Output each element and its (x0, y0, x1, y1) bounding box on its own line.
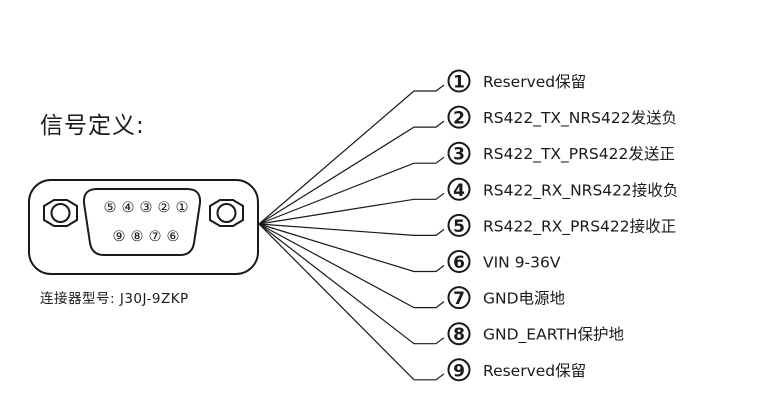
wire-pin-3 (258, 156, 445, 225)
pin-signal-label: RS422_RX_NRS422接收负 (483, 181, 678, 200)
wire-pin-1 (258, 84, 445, 225)
wire-pin-8 (258, 223, 445, 345)
connector-socket (82, 188, 202, 256)
pin-signal-label: VIN 9-36V (483, 254, 561, 272)
pin-signal-label: RS422_RX_PRS422接收正 (483, 217, 676, 236)
pin-number-circle (447, 105, 471, 129)
pin-row: 4 RS422_RX_NRS422接收负 (447, 177, 678, 201)
pin-number: 5 (453, 217, 465, 237)
pin-signal-label: GND_EARTH保护地 (483, 326, 624, 345)
socket-pin-top-2: ③ (140, 200, 153, 216)
pin-number-circle (447, 213, 471, 237)
left-screw-icon (43, 199, 78, 227)
pin-signal-label: RS422_TX_NRS422发送负 (483, 109, 677, 128)
pin-number-circle (447, 141, 471, 165)
pin-row: 7 GND电源地 (447, 286, 565, 310)
signal-definition-heading: 信号定义: (40, 113, 145, 139)
socket-pin-bottom-2: ⑦ (149, 229, 162, 245)
pin-number-circle (447, 250, 471, 273)
pin-number: 8 (453, 325, 465, 345)
pin-signal-label: Reserved保留 (483, 73, 586, 91)
pin-signal-label: Reserved保留 (483, 362, 586, 380)
pin-number: 3 (453, 145, 465, 165)
pin-row: 8 GND_EARTH保护地 (447, 322, 624, 346)
wire-pin-6 (258, 223, 445, 273)
socket-pin-bottom-3: ⑥ (167, 229, 180, 245)
pin-row: 1 Reserved保留 (447, 69, 586, 93)
pin-number: 1 (453, 73, 465, 93)
pin-row: 3 RS422_TX_PRS422发送正 (447, 141, 675, 165)
pin-number-circle (447, 286, 471, 310)
socket-pin-bottom-1: ⑧ (131, 229, 144, 245)
socket-pin-bottom-0: ⑨ (113, 229, 126, 245)
right-screw-icon (209, 199, 244, 227)
connector-model-label: 连接器型号: J30J-9ZKP (40, 291, 189, 307)
pin-number-circle (447, 358, 471, 382)
pin-row: 2 RS422_TX_NRS422发送负 (447, 105, 677, 129)
pin-number: 6 (453, 253, 465, 273)
socket-pin-top-3: ② (158, 200, 171, 216)
wire-pin-2 (258, 120, 445, 225)
pin-number: 7 (453, 289, 465, 309)
wire-pin-9 (258, 223, 445, 381)
pin-row: 5 RS422_RX_PRS422接收正 (447, 213, 676, 237)
pin-signal-label: RS422_TX_PRS422发送正 (483, 145, 675, 164)
pin-number-circle (447, 322, 471, 346)
socket-pin-top-0: ⑤ (104, 200, 117, 216)
pin-number: 4 (453, 181, 465, 201)
pin-number-circle (447, 177, 471, 201)
wire-pin-7 (258, 223, 445, 309)
pin-row: 6 VIN 9-36V (447, 250, 561, 273)
pin-row: 9 Reserved保留 (447, 358, 586, 382)
socket-pin-top-4: ① (176, 200, 189, 216)
socket-pin-top-1: ④ (122, 200, 135, 216)
wire-pin-4 (258, 192, 445, 225)
pin-number-circle (447, 69, 471, 93)
wire-pin-5 (258, 223, 445, 236)
pin-signal-label: GND电源地 (483, 290, 565, 308)
wire-fanout (258, 84, 445, 381)
pin-number: 2 (453, 109, 465, 129)
pin-number: 9 (453, 361, 465, 381)
